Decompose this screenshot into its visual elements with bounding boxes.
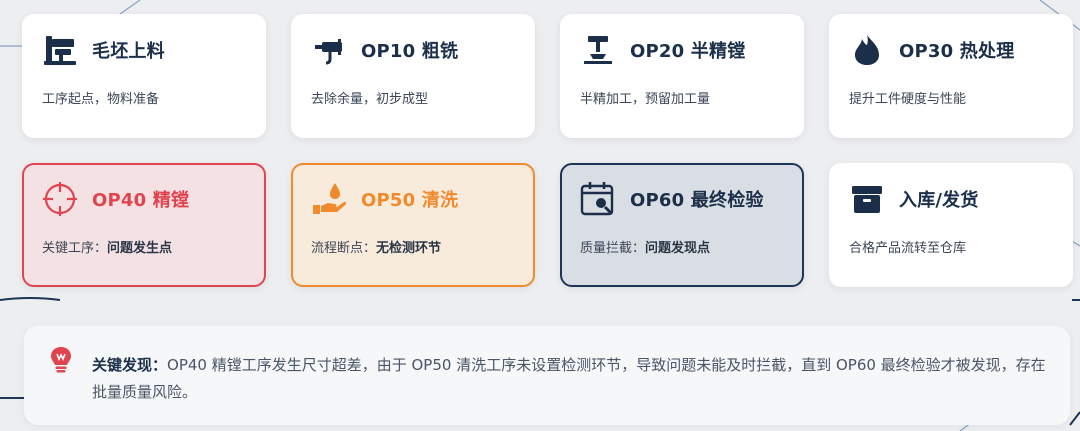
card-title: OP60 最终检验 [630,190,764,211]
card-title: OP20 半精镗 [630,41,746,62]
card-description: 去除余量，初步成型 [311,92,429,107]
lightbulb-icon [50,346,72,374]
step-card-op10[interactable]: OP10 粗铣 去除余量，初步成型 [291,14,535,138]
calendar-search-icon [580,181,616,217]
stamp-icon [580,32,616,68]
step-card-op20[interactable]: OP20 半精镗 半精加工，预留加工量 [560,14,804,138]
key-finding-body: OP40 精镗工序发生尺寸超差，由于 OP50 清洗工序未设置检测环节，导致问题… [92,356,1046,401]
key-finding-text: 关键发现：OP40 精镗工序发生尺寸超差，由于 OP50 清洗工序未设置检测环节… [92,352,1052,406]
card-description: 提升工件硬度与性能 [849,92,967,107]
desc-label: 关键工序： [42,241,108,256]
flame-icon [849,32,885,68]
desc-value: 问题发现点 [645,241,711,256]
card-title: OP40 精镗 [92,190,190,211]
card-description: 合格产品流转至仓库 [849,241,967,256]
card-title: 入库/发货 [899,190,979,211]
key-finding-label: 关键发现： [92,356,168,374]
step-card-blank-loading[interactable]: 毛坯上料 工序起点，物料准备 [22,14,266,138]
card-description: 半精加工，预留加工量 [580,92,711,107]
card-description: 质量拦截：问题发现点 [580,237,710,256]
step-card-op50-highlight[interactable]: OP50 清洗 流程断点：无检测环节 [291,163,535,287]
card-description: 流程断点：无检测环节 [311,237,441,256]
desc-value: 问题发生点 [107,241,173,256]
card-title: 毛坯上料 [92,41,165,62]
card-title: OP50 清洗 [361,190,459,211]
desc-label: 流程断点： [311,241,377,256]
crosshair-icon [42,181,78,217]
card-title: OP30 热处理 [899,41,1015,62]
card-description: 工序起点，物料准备 [42,92,160,107]
step-card-warehouse[interactable]: 入库/发货 合格产品流转至仓库 [829,163,1073,287]
desc-value: 无检测环节 [376,241,442,256]
step-card-op40-highlight[interactable]: OP40 精镗 关键工序：问题发生点 [22,163,266,287]
card-title: OP10 粗铣 [361,41,459,62]
step-card-op30[interactable]: OP30 热处理 提升工件硬度与性能 [829,14,1073,138]
step-card-op60-highlight[interactable]: OP60 最终检验 质量拦截：问题发现点 [560,163,804,287]
hand-water-icon [311,181,347,217]
machine-icon [42,32,78,68]
card-description: 关键工序：问题发生点 [42,237,172,256]
box-icon [849,181,885,217]
key-finding-note: 关键发现：OP40 精镗工序发生尺寸超差，由于 OP50 清洗工序未设置检测环节… [24,326,1070,425]
desc-label: 质量拦截： [580,241,646,256]
drill-icon [311,32,347,68]
